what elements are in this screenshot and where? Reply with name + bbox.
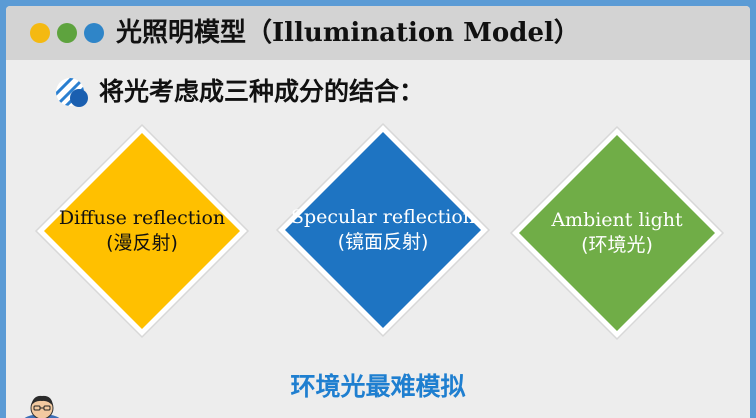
diamond-diffuse: Diffuse reflection (漫反射) xyxy=(34,123,250,339)
yellow-dot-icon xyxy=(30,23,50,43)
diamond-ambient: Ambient light (环境光) xyxy=(509,125,725,341)
diamond-specular: Specular reflection (镜面反射) xyxy=(275,122,491,338)
slide-title: 光照明模型（Illumination Model） xyxy=(116,18,580,48)
footer-note: 环境光最难模拟 xyxy=(290,372,466,401)
blue-dot-icon xyxy=(84,23,104,43)
diamond-ambient-shape xyxy=(509,125,725,341)
striped-circle-icon xyxy=(56,78,88,107)
slide: 光照明模型（Illumination Model） 将光考虑成三种成分的结合： … xyxy=(6,6,750,418)
diamond-specular-shape xyxy=(275,122,491,338)
diamond-diffuse-shape xyxy=(34,123,250,339)
green-dot-icon xyxy=(57,23,77,43)
subtitle: 将光考虑成三种成分的结合： xyxy=(99,77,425,106)
cartoon-avatar-icon xyxy=(24,395,60,418)
title-bar: 光照明模型（Illumination Model） xyxy=(6,6,750,60)
